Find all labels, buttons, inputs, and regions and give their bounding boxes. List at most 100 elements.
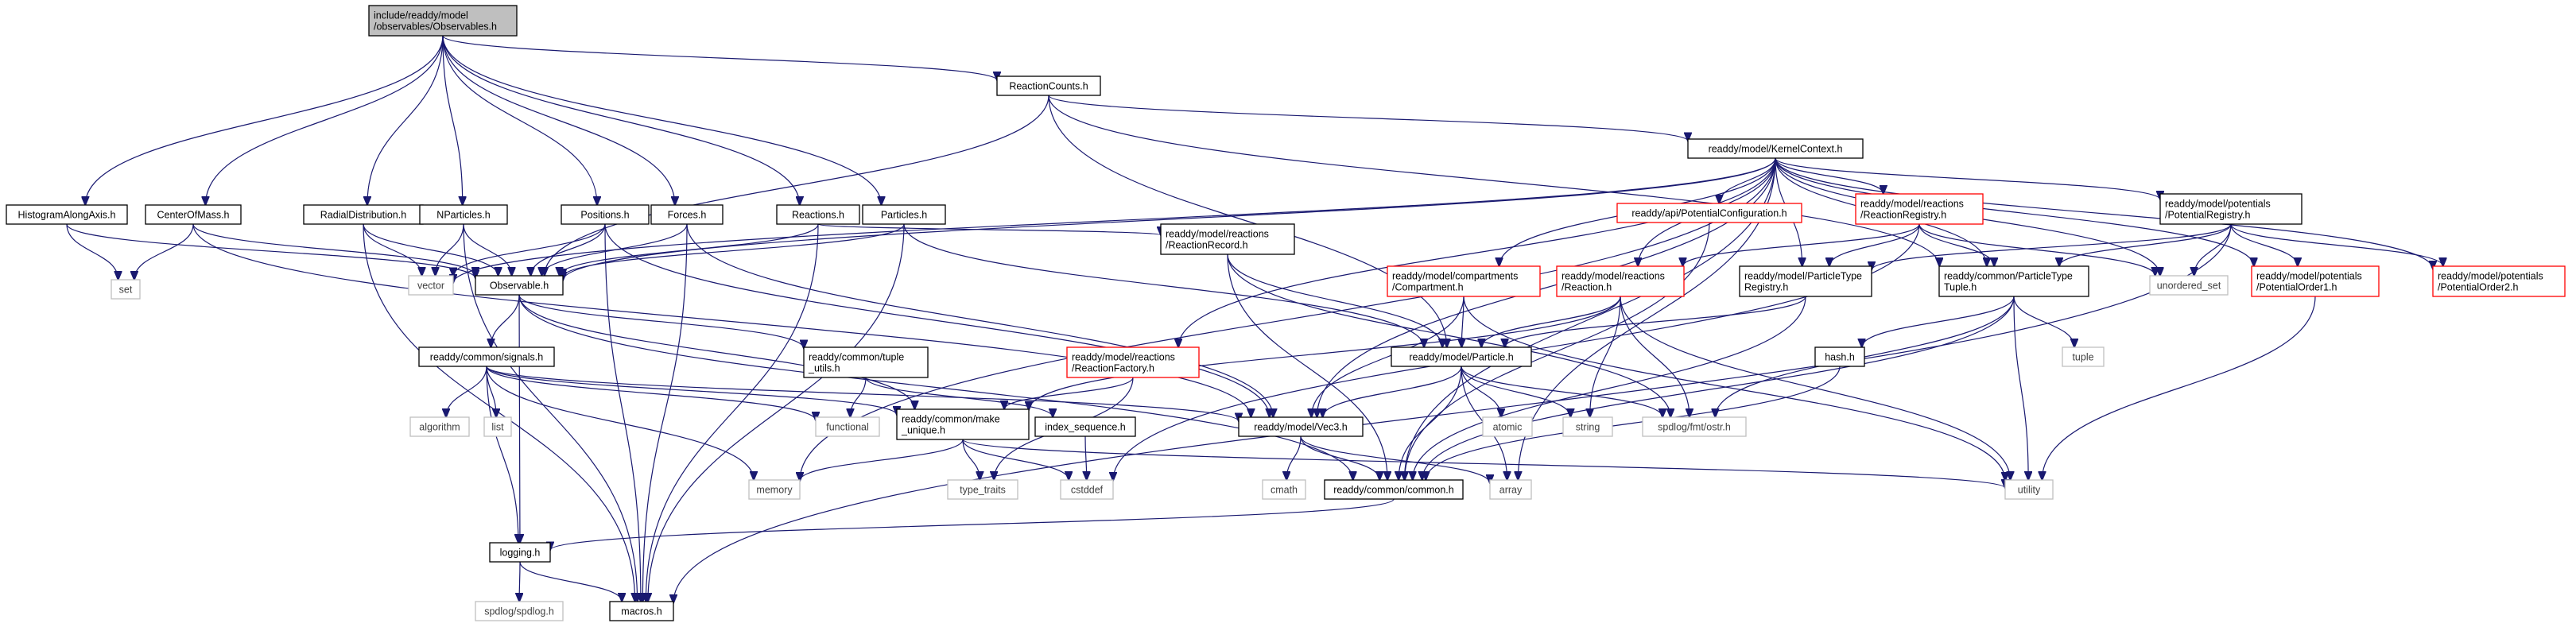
edge-particle_h-to-atomic [1461,366,1501,417]
node-box [475,601,564,621]
node-radial[interactable]: RadialDistribution.h [303,204,424,225]
edge-reaction_h-to-fmt_ostr [1620,296,1690,417]
edge-vec3-to-cmath [1286,435,1302,480]
node-string[interactable]: string [1562,416,1613,437]
node-label: ReactionCounts.h [1009,81,1088,92]
edge-root-to-positions [442,35,597,205]
node-label: string [1576,422,1600,433]
node-reaction-record[interactable]: readdy/model/reactions/ReactionRecord.h [1160,223,1295,255]
node-logging[interactable]: logging.h [489,542,551,563]
node-observable[interactable]: Observable.h [475,275,564,296]
node-potential-registry[interactable]: readdy/model/potentials/PotentialRegistr… [2159,193,2302,225]
node-utility[interactable]: utility [2004,479,2054,500]
node-algorithm[interactable]: algorithm [409,416,470,437]
node-box [2251,265,2380,297]
node-center-of-mass[interactable]: CenterOfMass.h [145,204,242,225]
node-reaction-h[interactable]: readdy/model/reactions/Reaction.h [1556,265,1685,297]
node-root[interactable]: include/readdy/model/observables/Observa… [368,5,518,37]
node-potential-order2[interactable]: readdy/model/potentials/PotentialOrder2.… [2432,265,2566,297]
node-unordered-set[interactable]: unordered_set [2149,275,2229,296]
node-tuple-utils[interactable]: readdy/common/tuple_utils.h [803,346,929,378]
edge-logging-to-spdlog [519,561,520,602]
node-particle-h[interactable]: readdy/model/Particle.h [1391,346,1532,367]
node-functional[interactable]: functional [815,416,880,437]
node-atomic[interactable]: atomic [1482,416,1533,437]
edge-signals-to-algorithm [446,366,487,417]
node-histogram[interactable]: HistogramAlongAxis.h [6,204,128,225]
node-set[interactable]: set [111,279,141,300]
node-hash[interactable]: hash.h [1814,346,1865,367]
node-label: cmath [1271,485,1298,496]
edge-root-to-nparticles [442,35,463,205]
edge-compartment-to-utility [1463,296,2005,481]
edge-root-to-forces [442,35,675,205]
edge-center_of_mass-to-set [134,223,194,280]
edge-potential_registry-to-particle_type_registry [1872,223,2232,270]
node-cmath[interactable]: cmath [1262,479,1306,500]
node-potential-config[interactable]: readdy/api/PotentialConfiguration.h [1616,203,1802,223]
node-reaction-counts[interactable]: ReactionCounts.h [996,75,1101,96]
edge-center_of_mass-to-vec3 [192,223,1251,417]
node-potential-order1[interactable]: readdy/model/potentials/PotentialOrder1.… [2251,265,2380,297]
node-box [1739,265,1872,297]
node-vector[interactable]: vector [408,275,454,296]
node-label: readdy/model/Particle.h [1409,352,1513,363]
node-particles[interactable]: Particles.h [862,204,946,225]
node-memory[interactable]: memory [748,479,801,500]
node-fmt-ostr[interactable]: spdlog/fmt/ostr.h [1642,416,1747,437]
node-box [1324,479,1464,500]
node-type-traits[interactable]: type_traits [947,479,1018,500]
node-reaction-factory[interactable]: readdy/model/reactions/ReactionFactory.h [1066,346,1200,378]
node-index-sequence[interactable]: index_sequence.h [1034,416,1136,437]
node-label: atomic [1493,422,1523,433]
node-box [418,346,555,367]
node-label: readdy/model/reactions [1072,352,1175,363]
node-box [1938,265,2089,297]
edge-reaction_registry-to-particle_type_registry [1829,223,1920,266]
node-kernel-context[interactable]: readdy/model/KernelContext.h [1687,138,1864,159]
edge-particle_type_tuple-to-tuple [2013,296,2074,347]
node-label: readdy/model/reactions [1860,199,1964,210]
node-spdlog[interactable]: spdlog/spdlog.h [475,601,564,621]
edge-tuple_utils-to-functional [850,377,867,417]
node-nparticles[interactable]: NParticles.h [419,204,508,225]
edge-signals-to-functional [486,366,816,420]
node-reaction-registry[interactable]: readdy/model/reactions/ReactionRegistry.… [1855,193,1984,225]
node-label: readdy/common/tuple [809,352,904,363]
node-list[interactable]: list [483,416,512,437]
node-tuple[interactable]: tuple [2062,346,2105,367]
edge-reaction_registry-to-reaction_h [1683,223,1920,266]
node-signals[interactable]: readdy/common/signals.h [418,346,555,367]
edge-radial-to-vector [363,223,422,276]
edge-reaction_counts-to-kernel_context [1048,95,1688,141]
edge-reaction_registry-to-particle_type_tuple [1918,223,1994,266]
edge-forces-to-macros [642,223,688,602]
edge-forces-to-observable [541,223,688,276]
edge-particle_h-to-string [1461,366,1570,417]
edge-particle_type_tuple-to-common_h [1422,296,2015,480]
edge-kernel_context-to-potential_config [1719,157,1776,203]
node-array[interactable]: array [1489,479,1532,500]
node-forces[interactable]: Forces.h [650,204,724,225]
node-box [1556,265,1685,297]
node-label: /Compartment.h [1392,282,1464,293]
node-cstddef[interactable]: cstddef [1060,479,1114,500]
node-box [947,479,1018,500]
node-label: logging.h [500,548,541,559]
node-label: list [491,422,504,433]
node-compartment[interactable]: readdy/model/compartments/Compartment.h [1387,265,1541,297]
edge-compartment-to-vec3 [1311,296,1465,417]
node-make-unique[interactable]: readdy/common/make_unique.h [896,408,1030,440]
node-common-h[interactable]: readdy/common/common.h [1324,479,1464,500]
edge-particles-to-particle_h [903,223,1424,347]
node-macros[interactable]: macros.h [609,601,674,621]
node-vec3[interactable]: readdy/model/Vec3.h [1238,416,1364,437]
node-reactions[interactable]: Reactions.h [776,204,860,225]
node-positions[interactable]: Positions.h [561,204,650,225]
node-box [803,346,929,378]
edge-nparticles-to-vector [436,223,464,276]
node-label: Tuple.h [1944,282,1977,293]
